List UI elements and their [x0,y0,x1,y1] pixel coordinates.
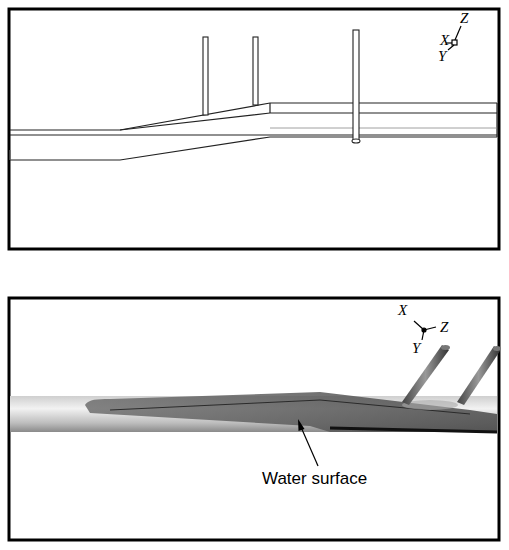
axis-label: Y [438,49,446,64]
axis-label: X [440,33,449,48]
bottom-panel [9,298,501,540]
callout-label: Water surface [262,470,367,487]
axis-label: Z [460,11,468,26]
axis-label: X [398,303,407,318]
axis-label: Y [412,341,420,356]
axis-label: Z [440,320,448,335]
leader-arrow [298,419,318,466]
top-panel [9,9,499,249]
